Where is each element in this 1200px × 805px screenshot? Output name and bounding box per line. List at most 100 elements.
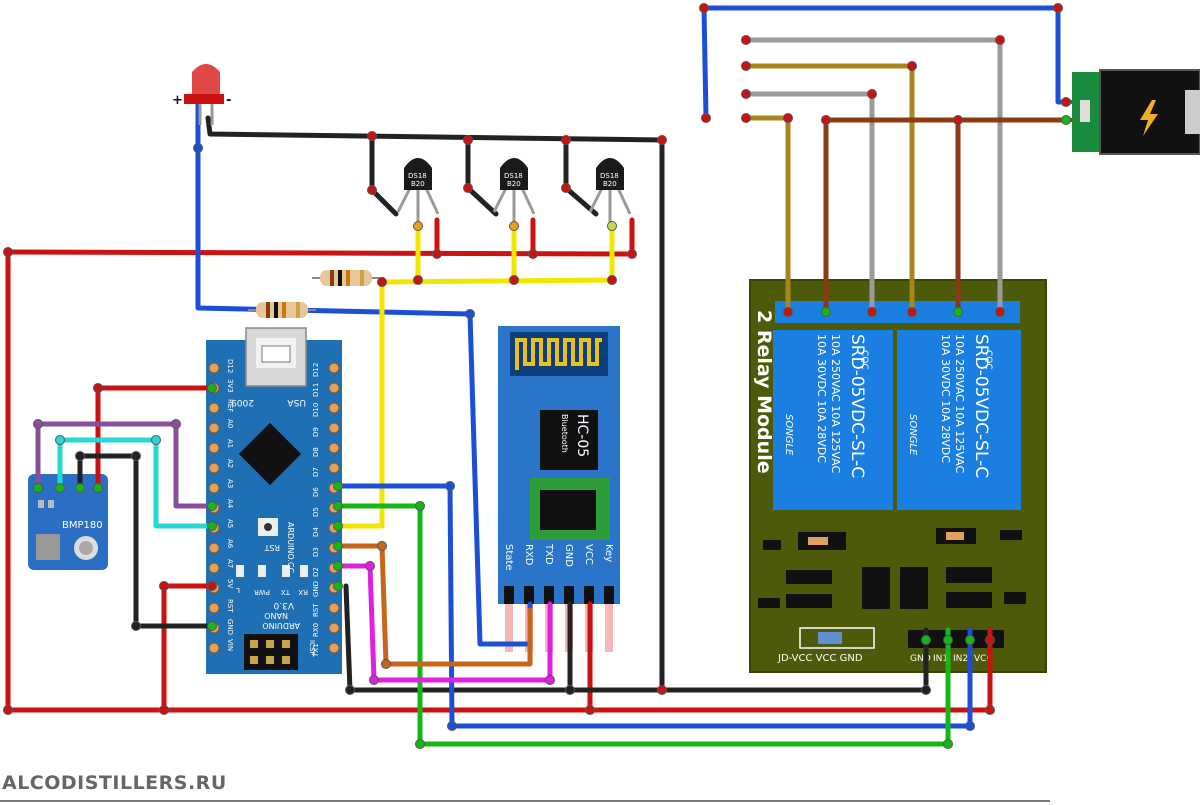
nano-pin-right-label: D8 (312, 447, 320, 457)
wire-endpoint-dot (509, 275, 519, 285)
wire-endpoint-dot (657, 685, 667, 695)
wire-endpoint-dot (585, 705, 595, 715)
relay-1-brand: CQC (859, 350, 869, 370)
wire-black-gnd-bus (205, 115, 665, 693)
wire-endpoint-dot (3, 705, 13, 715)
nano-pin-right (328, 402, 340, 414)
nano-pin-left-label: RST (226, 599, 234, 613)
wire-endpoint-dot (561, 183, 571, 193)
arduino-ver: V3.0 (273, 600, 294, 610)
relay-pin-gnd: GND (910, 654, 931, 664)
watermark: ALCODISTILLERS.RU (2, 772, 227, 794)
wire-endpoint-dot (1061, 97, 1071, 107)
wire-endpoint-dot (151, 435, 161, 445)
arduino-rst: RST (264, 543, 280, 552)
nano-pin-right-label: TX1 (312, 643, 320, 658)
wire-endpoint-dot (509, 221, 519, 231)
wire-endpoint-dot (821, 115, 831, 125)
nano-pin-right-label: D5 (312, 507, 320, 517)
nano-pin-right-label: RST (312, 603, 320, 617)
hc05-pin-state: State (503, 544, 514, 570)
nano-pin-left-label: A2 (226, 459, 234, 468)
sensor-label-2: B20 (603, 180, 617, 188)
nano-pin-left-label: VIN (226, 639, 234, 651)
wire-endpoint-dot (55, 483, 65, 493)
nano-pin-left (208, 482, 220, 494)
nano-pin-right (328, 642, 340, 654)
wire-endpoint-dot (93, 483, 103, 493)
relay-1-maker: SONGLE (783, 414, 794, 456)
wire-endpoint-dot (699, 3, 709, 13)
wire-endpoint-dot (377, 541, 387, 551)
wire-black-gnd-bottom (343, 583, 929, 693)
relay-2-model: SRD-05VDC-SL-C (971, 334, 991, 478)
led-tx: TX (281, 588, 291, 596)
resistor-2 (248, 302, 316, 318)
nano-pin-left (208, 542, 220, 554)
wire-endpoint-dot (943, 739, 953, 749)
hc05-pin-key: Key (603, 544, 614, 562)
nano-pin-right (328, 462, 340, 474)
wire-endpoint-dot (131, 621, 141, 631)
nano-pin-left (208, 642, 220, 654)
wire-endpoint-dot (333, 561, 343, 571)
sensor-label-1: DS18 (600, 172, 619, 180)
nano-pin-right-label: D12 (312, 363, 320, 377)
wire-endpoint-dot (741, 35, 751, 45)
nano-pin-right-label: D6 (312, 487, 320, 497)
nano-pin-left (208, 442, 220, 454)
wire-endpoint-dot (159, 705, 169, 715)
nano-pin-right (328, 602, 340, 614)
led-pwr: PWR (254, 588, 270, 596)
wire-endpoint-dot (1053, 3, 1063, 13)
wire-red-top (5, 217, 635, 257)
nano-pin-right-label: D7 (312, 467, 320, 477)
icsp-label: ICSP (308, 640, 316, 656)
wire-endpoint-dot (55, 435, 65, 445)
wire-endpoint-dot (701, 113, 711, 123)
wire-endpoint-dot (561, 135, 571, 145)
wire-endpoint-dot (921, 685, 931, 695)
arduino-nano: 2009 USA RST ARDUINO.CC L PWR TX RX V3.0… (206, 327, 342, 674)
wire-endpoint-dot (965, 635, 975, 645)
wire-endpoint-dot (783, 113, 793, 123)
wire-endpoint-dot (545, 675, 555, 685)
hc05-pin-vcc: VCC (583, 544, 594, 565)
arduino-nano-label: NANO (264, 611, 288, 620)
wire-endpoint-dot (207, 383, 217, 393)
led: + - (172, 64, 231, 125)
wire-endpoint-dot (369, 675, 379, 685)
hc05-pin-rxd: RXD (523, 544, 534, 566)
arduino-word: ARDUINO (262, 621, 300, 630)
relay-pin-vcc: VCC (974, 654, 993, 664)
wire-endpoint-dot (953, 307, 963, 317)
nano-pin-left (208, 362, 220, 374)
wire-endpoint-dot (565, 685, 575, 695)
wire-endpoint-dot (607, 221, 617, 231)
nano-pin-left (208, 402, 220, 414)
wire-red-5v (161, 583, 215, 713)
wire-endpoint-dot (415, 739, 425, 749)
wire-endpoint-dot (413, 275, 423, 285)
led-minus: - (226, 93, 231, 108)
wire-red-vcc-bus (5, 249, 993, 713)
wire-endpoint-dot (985, 705, 995, 715)
wire-endpoint-dot (365, 561, 375, 571)
wire-endpoint-dot (447, 721, 457, 731)
nano-pin-right-label: D9 (312, 427, 320, 437)
nano-pin-right-label: D4 (312, 527, 320, 537)
wire-endpoint-dot (867, 89, 877, 99)
relay-1-spec2: 10A 30VDC 10A 28VDC (815, 334, 828, 463)
wire-endpoint-dot (381, 659, 391, 669)
wire-endpoint-dot (741, 61, 751, 71)
relay-module: 2 Relay Module CQC SRD-05VDC-SL-C 10A 25… (749, 279, 1047, 673)
relay-module-title: 2 Relay Module (753, 310, 775, 474)
wire-endpoint-dot (367, 185, 377, 195)
hc05-sub: Bluetooth (560, 414, 569, 453)
hc05-name: HC-05 (574, 414, 590, 457)
watermark-underline (0, 800, 1050, 802)
wire-endpoint-dot (432, 249, 442, 259)
hc05-pin-gnd: GND (563, 544, 574, 567)
